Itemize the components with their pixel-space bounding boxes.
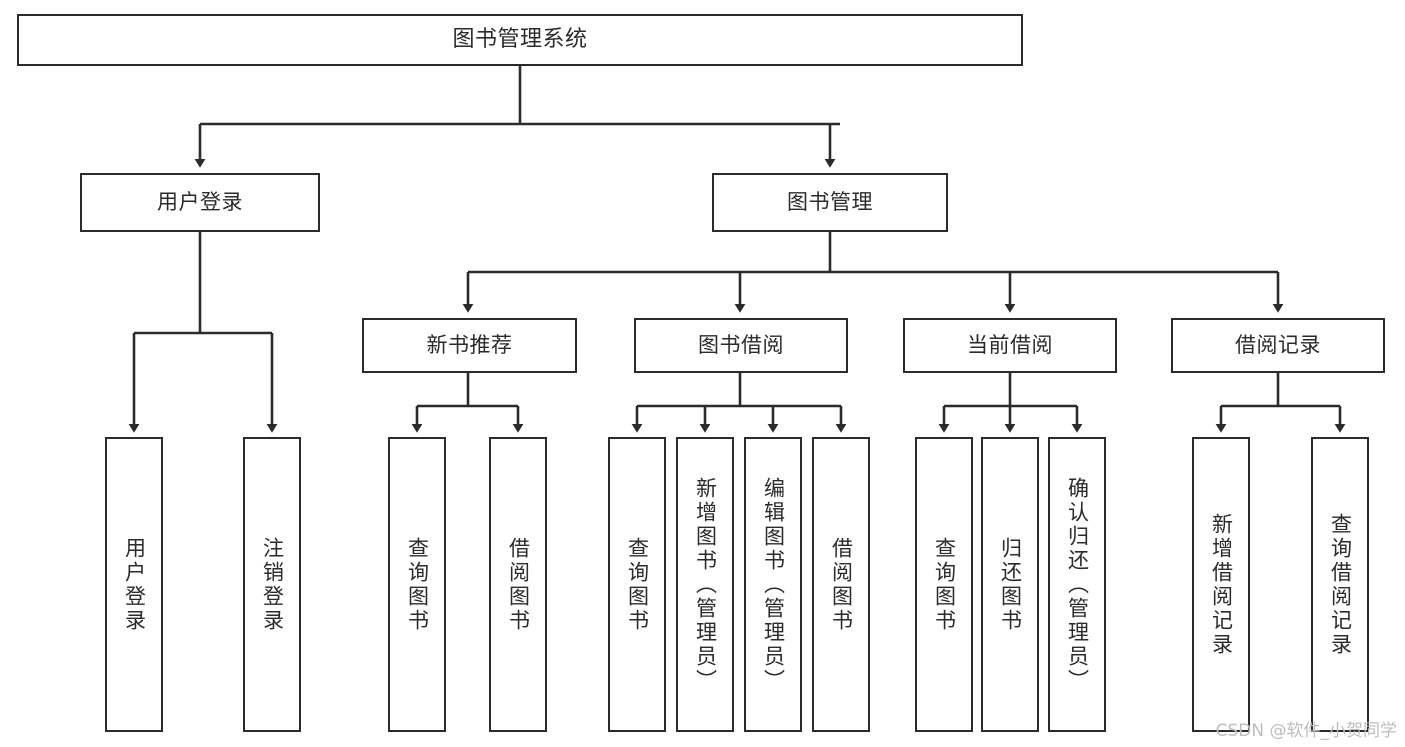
node-label: 借阅图书 [506,536,531,633]
node-label: 新书推荐 [426,333,513,358]
leaf-return-book[interactable]: 归还图书 [981,437,1039,732]
node-label: 新增图书（管理员） [693,476,718,693]
node-book-management[interactable]: 图书管理 [712,173,948,232]
node-label: 用户登录 [122,536,147,633]
leaf-query-book-new[interactable]: 查询图书 [388,437,446,732]
node-book-borrow[interactable]: 图书借阅 [634,318,848,373]
leaf-user-login[interactable]: 用户登录 [105,437,163,732]
watermark: CSDN @软件_小贺同学 [1215,721,1397,741]
leaf-add-book-admin[interactable]: 新增图书（管理员） [676,437,734,732]
node-current-borrow[interactable]: 当前借阅 [903,318,1117,373]
node-user-login[interactable]: 用户登录 [80,173,320,232]
node-label: 注销登录 [260,536,285,633]
node-label: 用户登录 [157,190,243,215]
node-label: 图书管理 [787,190,873,215]
leaf-query-borrow-record[interactable]: 查询借阅记录 [1311,437,1369,732]
leaf-confirm-return-admin[interactable]: 确认归还（管理员） [1048,437,1106,732]
node-label: 当前借阅 [967,333,1053,358]
node-label: 确认归还（管理员） [1065,476,1090,693]
leaf-borrow-book[interactable]: 借阅图书 [812,437,870,732]
node-label: 图书管理系统 [452,27,588,53]
node-label: 图书借阅 [698,333,784,358]
node-label: 查询借阅记录 [1328,512,1353,657]
node-label: 借阅图书 [829,536,854,633]
node-label: 查询图书 [405,536,430,633]
node-label: 新增借阅记录 [1209,512,1234,657]
node-label: 查询图书 [932,536,957,633]
node-label: 查询图书 [625,536,650,633]
node-root-book-management-system[interactable]: 图书管理系统 [17,14,1023,66]
leaf-query-book-current[interactable]: 查询图书 [915,437,973,732]
node-new-book-recommend[interactable]: 新书推荐 [362,318,577,373]
leaf-borrow-book-new[interactable]: 借阅图书 [489,437,547,732]
leaf-logout[interactable]: 注销登录 [243,437,301,732]
node-label: 编辑图书（管理员） [761,476,786,693]
node-label: 借阅记录 [1235,333,1321,358]
leaf-add-borrow-record[interactable]: 新增借阅记录 [1192,437,1250,732]
leaf-query-book[interactable]: 查询图书 [608,437,666,732]
node-borrow-record[interactable]: 借阅记录 [1171,318,1385,373]
node-label: 归还图书 [998,536,1023,633]
leaf-edit-book-admin[interactable]: 编辑图书（管理员） [744,437,802,732]
